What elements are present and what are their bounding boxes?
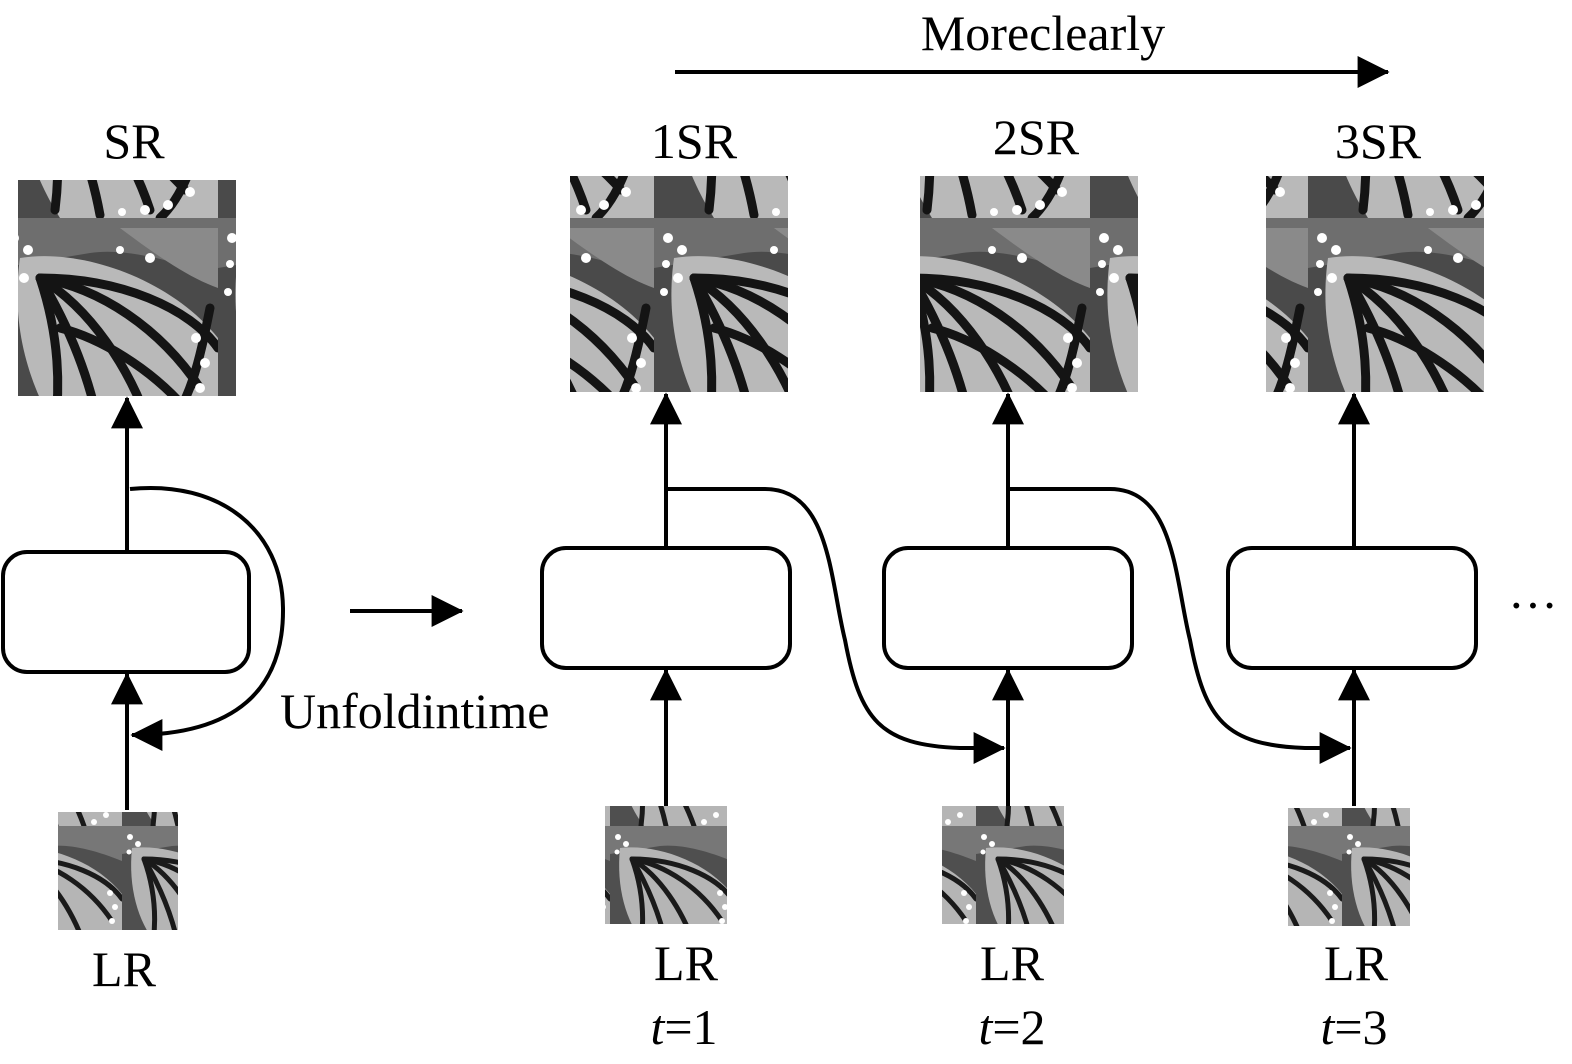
- rnn-cell-folded: [1, 550, 251, 674]
- sr-label-step-1: 1SR: [650, 113, 738, 169]
- rnn-cell-step-1: [540, 546, 792, 670]
- rnn-cell-step-2: [882, 546, 1134, 670]
- time-var-3: t: [1320, 999, 1335, 1055]
- time-eq-1: =1: [664, 999, 718, 1055]
- sr-image-step-1: [570, 176, 788, 392]
- lr-image-step-3: [1288, 808, 1410, 926]
- lr-image-step-1: [605, 806, 727, 924]
- lr-image-step-2: [942, 806, 1064, 924]
- folded-rnn: [1, 180, 286, 930]
- step-2: [882, 176, 1138, 924]
- ellipsis: ···: [1508, 577, 1558, 633]
- sr-image-step-2: [920, 176, 1138, 392]
- recurrent-loop-arrow: [129, 485, 286, 751]
- lr-label-folded: LR: [92, 941, 156, 997]
- time-label-step-1: t=1: [650, 1002, 717, 1052]
- sr-image-folded: [18, 180, 236, 396]
- hidden-state-arrow-1-to-2: [668, 487, 1006, 764]
- lr-label-step-3: LR: [1324, 935, 1388, 991]
- sr-label-folded: SR: [103, 113, 165, 169]
- sr-label-step-3: 3SR: [1334, 113, 1422, 169]
- step-1: [540, 176, 792, 924]
- sr-label-step-2: 2SR: [992, 109, 1080, 165]
- time-eq-2: =2: [992, 999, 1046, 1055]
- lr-image-folded: [58, 812, 178, 930]
- time-var-1: t: [650, 999, 665, 1055]
- time-eq-3: =3: [1334, 999, 1388, 1055]
- lr-label-step-1: LR: [654, 935, 718, 991]
- time-var-2: t: [978, 999, 993, 1055]
- lr-label-step-2: LR: [980, 935, 1044, 991]
- time-label-step-3: t=3: [1320, 1002, 1387, 1052]
- sr-image-step-3: [1266, 176, 1484, 392]
- more-clearly-label: Moreclearly: [920, 5, 1166, 61]
- rnn-cell-step-3: [1226, 546, 1478, 670]
- time-label-step-2: t=2: [978, 1002, 1045, 1052]
- step-3: [1226, 176, 1484, 926]
- unfold-in-time-label: Unfoldintime: [280, 683, 550, 739]
- hidden-state-arrow-2-to-3: [1010, 487, 1352, 764]
